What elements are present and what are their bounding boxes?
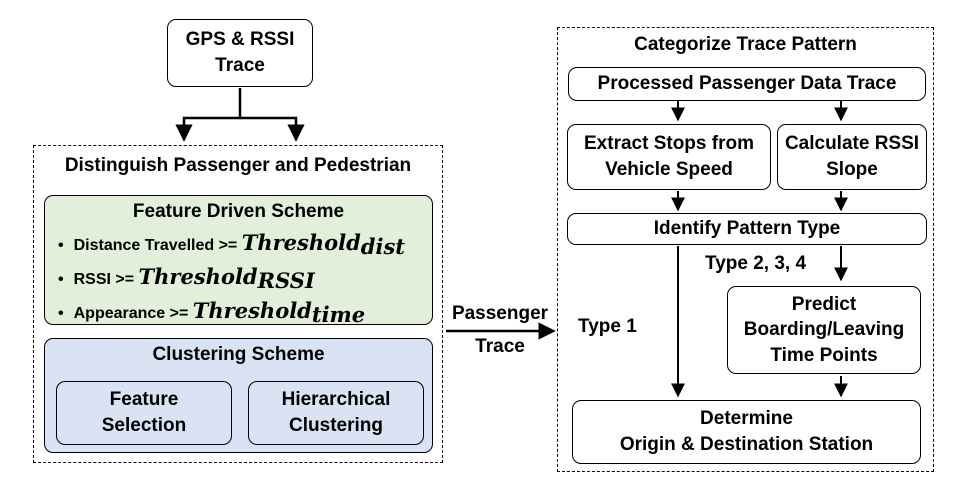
- connector-gps-trunk: [175, 88, 242, 142]
- passenger-trace-line2: Trace: [475, 336, 525, 357]
- right-panel: [557, 27, 934, 472]
- predict-line1: Predict: [791, 293, 857, 315]
- left-panel-title: Distinguish Passenger and Pedestrian: [64, 155, 412, 176]
- type1-label: Type 1: [578, 316, 637, 337]
- identify-pattern-box: Identify Pattern Type: [567, 213, 927, 245]
- hierarchical-line2: Clustering: [289, 415, 383, 436]
- determine-line1: Determine: [700, 408, 793, 430]
- extract-line2: Vehicle Speed: [605, 159, 733, 180]
- passenger-trace-label-2: Trace: [446, 336, 554, 358]
- predict-line3: Time Points: [770, 344, 878, 366]
- determine-box: Determine Origin & Destination Station: [572, 400, 921, 464]
- predict-line2: Boarding/Leaving: [743, 319, 905, 341]
- rssi-slope-box: Calculate RSSI Slope: [777, 124, 927, 190]
- extract-line1: Extract Stops from: [584, 133, 754, 155]
- hierarchical-line1: Hierarchical: [281, 389, 391, 411]
- right-panel-title: Categorize Trace Pattern: [634, 34, 857, 55]
- bullet-appearance: Appearance >= Thresholdtime: [58, 296, 405, 330]
- gps-rssi-line2: Trace: [215, 55, 265, 76]
- feature-driven-title: Feature Driven Scheme: [132, 201, 345, 222]
- passenger-trace-line1: Passenger: [451, 303, 549, 324]
- gps-rssi-line1: GPS & RSSI: [185, 29, 295, 51]
- processed-trace-box: Processed Passenger Data Trace: [568, 67, 926, 101]
- hierarchical-clustering-box: Hierarchical Clustering: [248, 381, 424, 445]
- extract-stops-box: Extract Stops from Vehicle Speed: [567, 124, 771, 190]
- bullet-distance: Distance Travelled >= Thresholddist: [58, 228, 405, 262]
- predict-box: Predict Boarding/Leaving Time Points: [727, 286, 921, 374]
- left-panel: [33, 145, 443, 463]
- feature-bullet-list: Distance Travelled >= Thresholddist RSSI…: [58, 228, 405, 331]
- feature-selection-line1: Feature: [109, 389, 179, 411]
- gps-rssi-trace-box: GPS & RSSI Trace: [167, 19, 313, 87]
- rssi-slope-line1: Calculate RSSI: [784, 133, 920, 155]
- bullet-rssi: RSSI >= ThresholdRSSI: [58, 262, 405, 296]
- type234-label: Type 2, 3, 4: [705, 253, 807, 274]
- passenger-trace-label: Passenger: [446, 301, 554, 327]
- feature-selection-box: Feature Selection: [56, 381, 232, 445]
- clustering-scheme-title: Clustering Scheme: [152, 344, 325, 365]
- connector-gps-branch: [240, 116, 305, 142]
- feature-selection-line2: Selection: [101, 415, 187, 436]
- rssi-slope-line2: Slope: [826, 159, 878, 180]
- determine-line2: Origin & Destination Station: [619, 434, 874, 455]
